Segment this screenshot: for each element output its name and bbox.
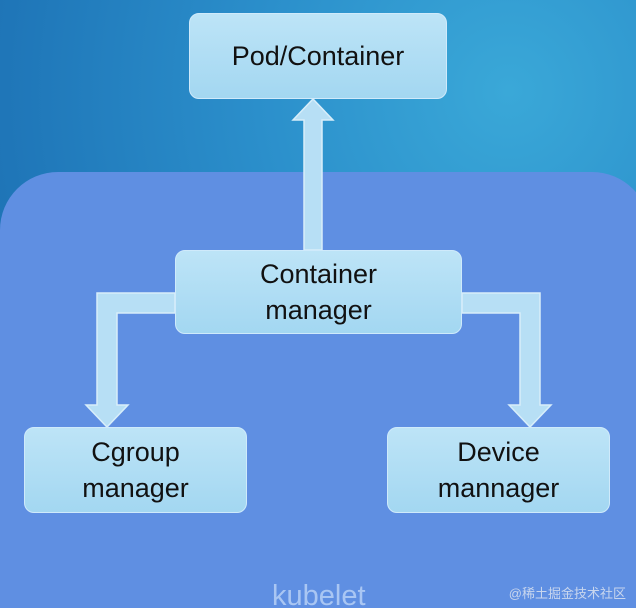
container-manager-label-line2: manager: [265, 295, 372, 325]
kubelet-label: kubelet: [272, 580, 366, 608]
container-manager-label-line1: Container: [259, 259, 378, 289]
arrow-to-cgroup-manager: [84, 292, 176, 429]
device-manager-node: Device mannager: [387, 427, 610, 513]
device-manager-label-line1: Device: [457, 437, 540, 467]
device-manager-label-line2: mannager: [437, 473, 560, 503]
cgroup-manager-label-line2: manager: [82, 473, 189, 503]
watermark: @稀土掘金技术社区: [508, 586, 626, 601]
container-manager-node: Container manager: [175, 250, 462, 334]
arrow-to-device-manager: [461, 292, 553, 429]
arrow-to-pod-container: [291, 97, 335, 251]
cgroup-manager-label-line1: Cgroup: [91, 437, 180, 467]
cgroup-manager-node: Cgroup manager: [24, 427, 247, 513]
pod-container-label: Pod/Container: [231, 41, 405, 71]
pod-container-node: Pod/Container: [189, 13, 447, 99]
